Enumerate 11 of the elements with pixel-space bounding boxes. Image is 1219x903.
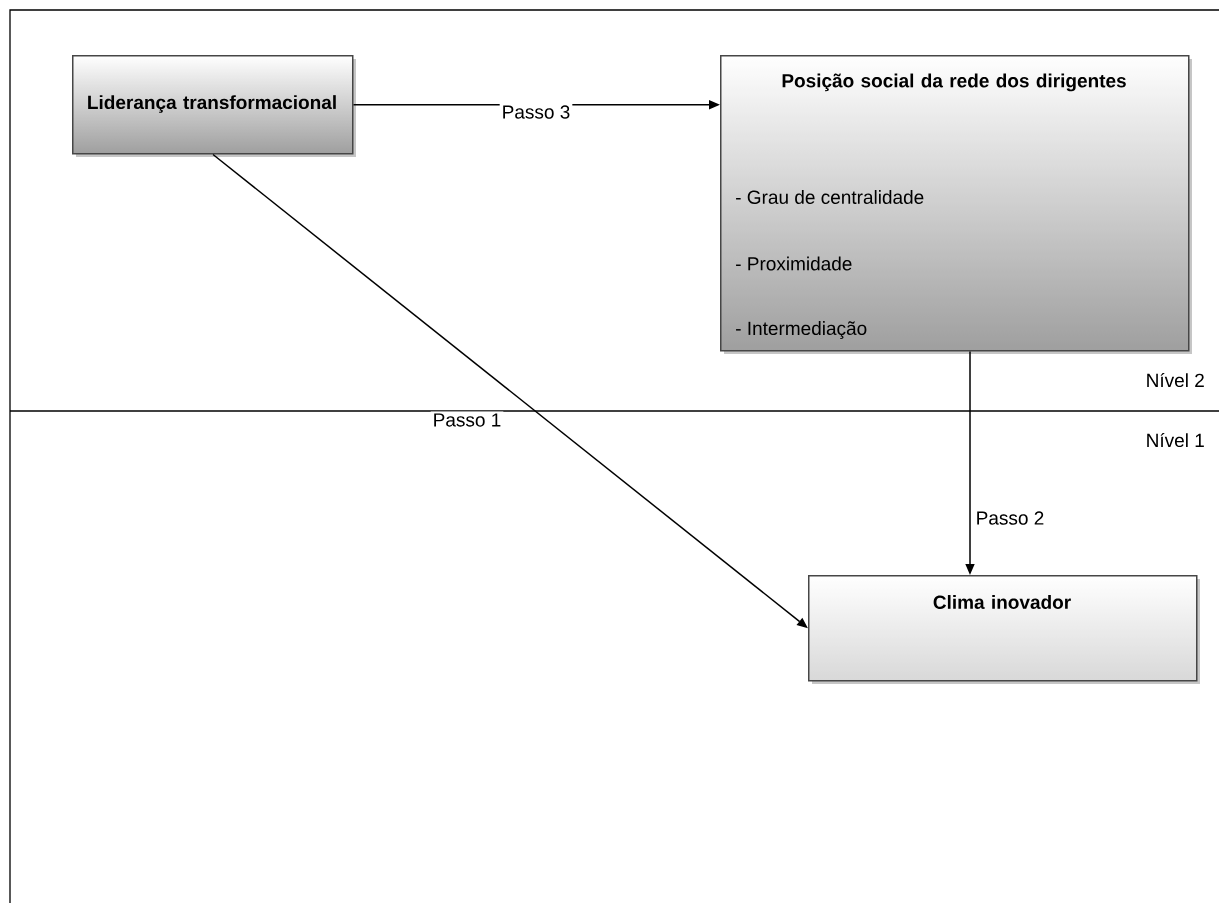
box-title: Clima inovador: [933, 595, 1071, 609]
edge-label: Passo 2: [973, 509, 1047, 527]
box-title: Posição social da rede dos dirigentes: [782, 73, 1126, 92]
box-title: Liderança transformacional: [88, 95, 336, 113]
list-item: - Proximidade: [736, 256, 852, 271]
level-label: Nível 2: [1147, 372, 1204, 388]
level-label: Nível 1: [1147, 432, 1204, 448]
edge-label: Passo 1: [430, 411, 504, 429]
list-item: - Grau de centralidade: [736, 190, 924, 204]
edge-label: Passo 3: [499, 103, 573, 121]
list-item: - Intermediação: [736, 321, 867, 339]
